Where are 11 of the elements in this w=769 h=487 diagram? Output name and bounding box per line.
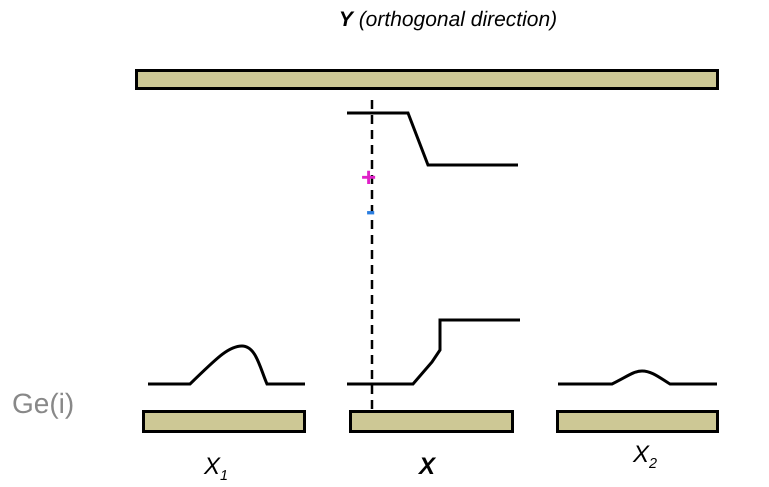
rail-bar (142, 410, 306, 433)
axis-label: X$_{2}$ (633, 443, 658, 472)
rail-bar (556, 410, 719, 433)
diagram-title: Y (orthogonal direction) (338, 8, 558, 32)
region-label: Ge(i) (12, 390, 74, 418)
axis-label: X$_{1}$ (204, 455, 228, 484)
minus-sign: - (366, 197, 376, 225)
plus-sign: + (361, 164, 376, 190)
axis-label: X (419, 455, 436, 479)
rail-bar (349, 410, 514, 433)
rail-bar (135, 69, 719, 90)
